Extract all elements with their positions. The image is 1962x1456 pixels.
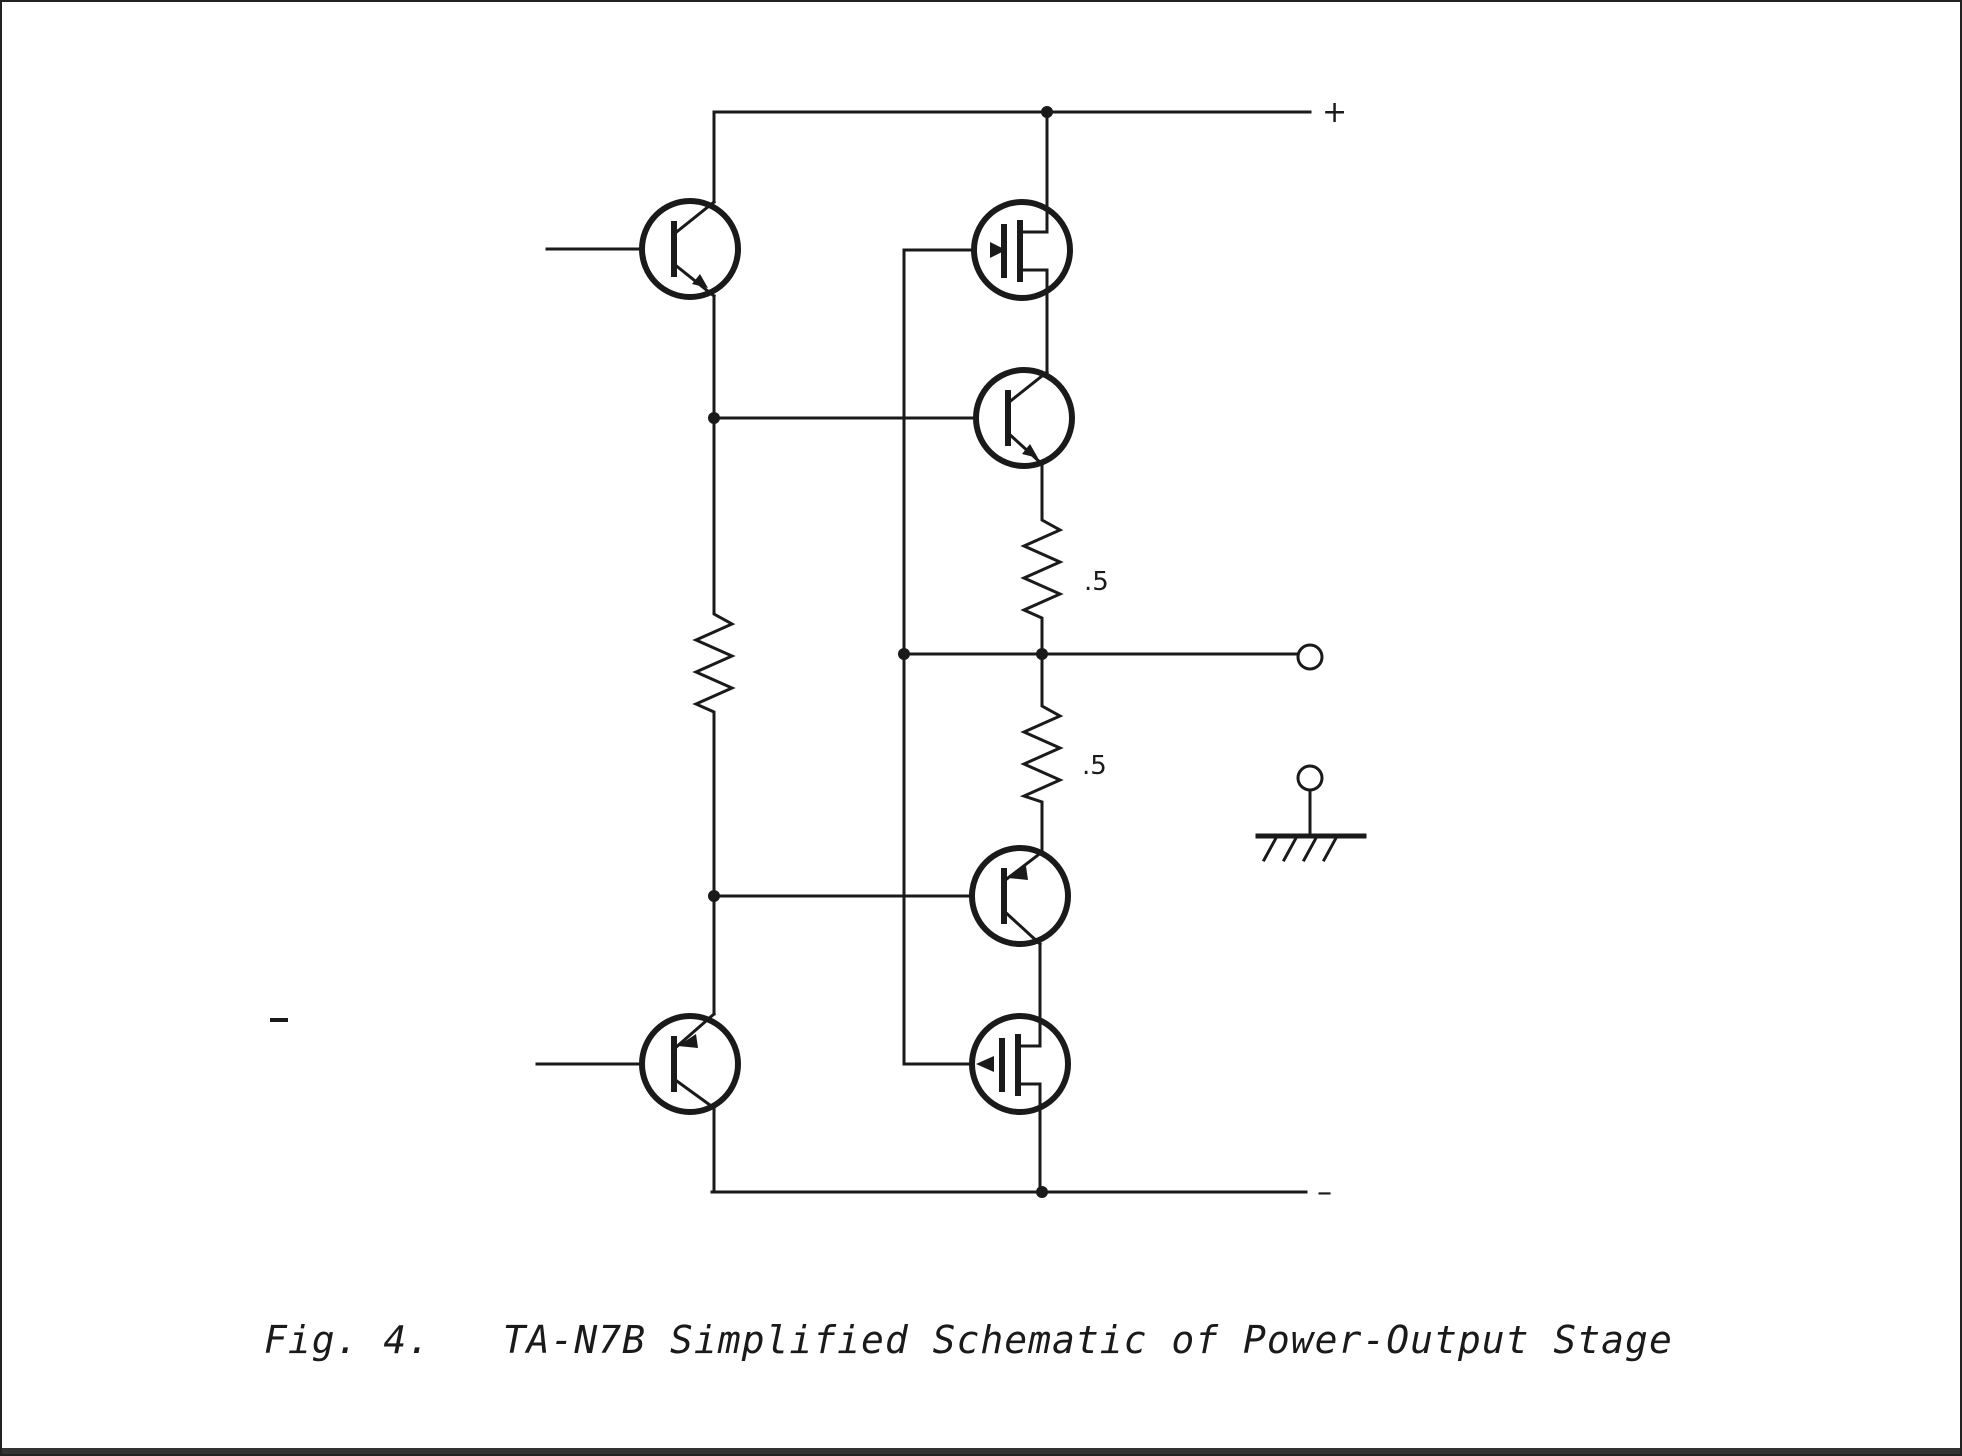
positive-rail — [712, 106, 1312, 118]
upper-mosfet — [971, 199, 1073, 301]
negative-rail — [710, 1186, 1308, 1198]
output-terminal — [1296, 643, 1324, 671]
upper-driver-transistor — [639, 198, 741, 300]
ground-terminal — [1255, 764, 1367, 863]
upper-resistor-value: .5 — [1084, 567, 1109, 597]
right-column-wiring — [898, 110, 1310, 1194]
lower-mosfet — [969, 1013, 1071, 1115]
upper-output-transistor — [973, 367, 1075, 469]
lower-driver-transistor — [639, 1011, 741, 1115]
positive-rail-label: + — [1322, 95, 1347, 130]
negative-rail-label: – — [1317, 1175, 1332, 1210]
figure-caption: Fig. 4. TA-N7B Simplified Schematic of P… — [264, 1318, 1673, 1362]
figure-title: TA-N7B Simplified Schematic of Power-Out… — [502, 1318, 1673, 1362]
scan-bottom-edge — [2, 1448, 1960, 1454]
left-column-wiring — [692, 110, 994, 1194]
figure-number: Fig. 4. — [264, 1318, 432, 1362]
lower-output-transistor — [969, 845, 1071, 947]
lower-resistor-value: .5 — [1082, 751, 1107, 781]
